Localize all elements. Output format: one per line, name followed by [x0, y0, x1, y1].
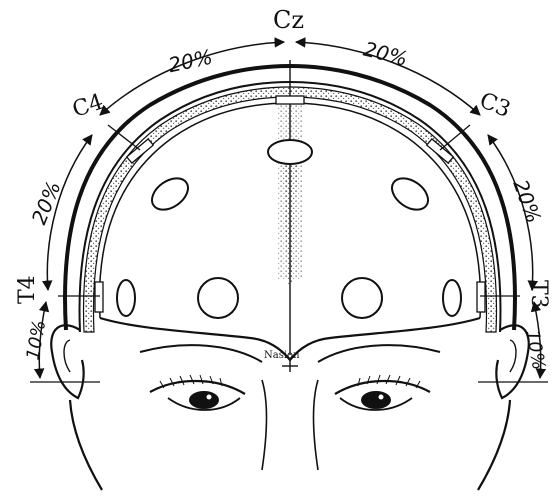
nose-bridge-right	[314, 380, 319, 470]
right-eye-iris	[361, 391, 391, 409]
label-t3: T3	[526, 280, 551, 309]
label-nasion: Nasion	[264, 350, 300, 361]
electrode-t3-contact	[477, 282, 485, 312]
left-face-contour	[70, 400, 102, 490]
right-ear-inner	[510, 340, 516, 372]
cortical-disc-left-lateral	[117, 280, 135, 316]
pct-top-left: 20%	[166, 45, 214, 78]
electrode-t4-contact	[95, 282, 103, 312]
label-c3: C3	[476, 88, 514, 123]
pct-side-left: 20%	[27, 178, 66, 228]
pct-bottom-left: 10%	[23, 319, 51, 362]
left-ear	[51, 325, 83, 398]
right-face-contour	[478, 400, 510, 490]
left-eye-iris	[189, 391, 219, 409]
left-ear-inner	[64, 340, 70, 372]
pct-side-right: 20%	[508, 176, 546, 226]
label-cz: Cz	[273, 6, 304, 34]
cortical-disc-right-lateral	[443, 280, 461, 316]
label-t4: T4	[15, 275, 40, 304]
cortical-disc-left-upper	[146, 172, 194, 216]
left-eye-highlight	[207, 395, 212, 400]
right-brow	[318, 345, 440, 362]
cortical-disc-right-inner	[342, 278, 382, 318]
pct-top-right: 20%	[361, 37, 410, 71]
nose-bridge-left	[262, 380, 267, 470]
cortical-disc-left-inner	[198, 278, 238, 318]
right-eye-highlight	[379, 395, 384, 400]
electrode-cz-contact	[276, 96, 304, 104]
cortical-disc-right-upper	[386, 172, 434, 216]
cortical-disc-midline	[268, 140, 312, 164]
label-c4: C4	[69, 90, 106, 123]
left-brow	[140, 345, 262, 362]
